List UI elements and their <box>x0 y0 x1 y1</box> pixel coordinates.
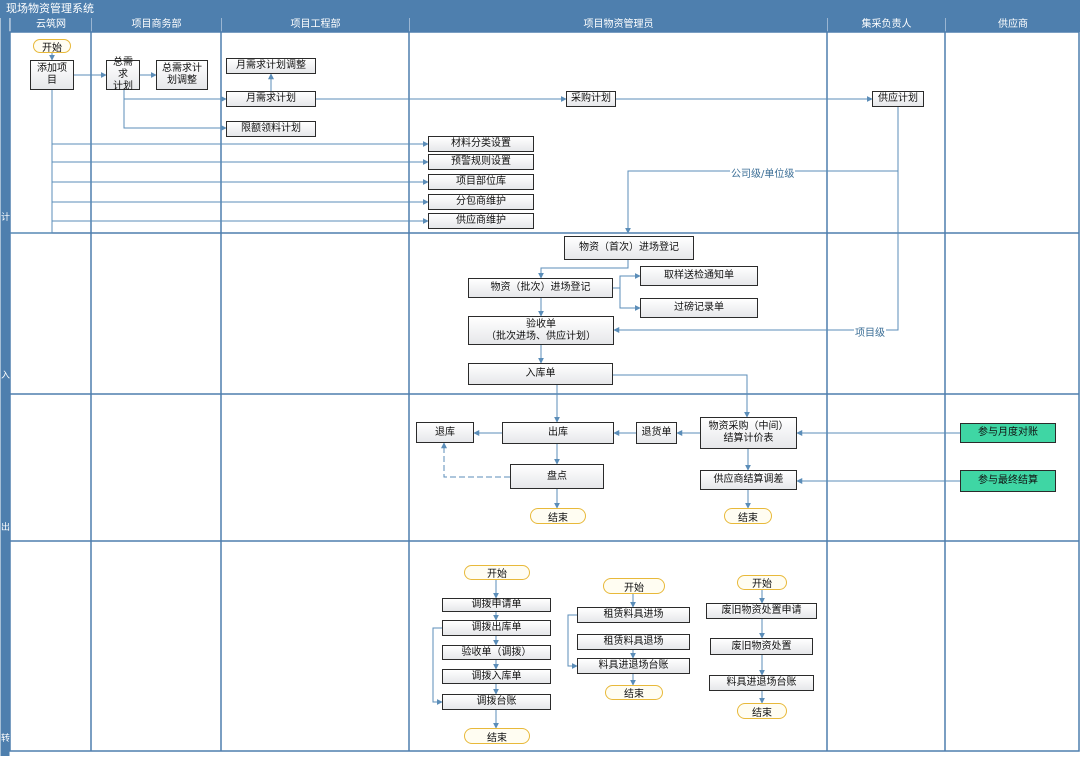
node-batch-entry: 物资（批次）进场登记 <box>468 278 613 298</box>
node-weigh-record: 过磅记录单 <box>640 298 758 318</box>
node-return-stock: 退库 <box>416 422 474 443</box>
lane-header-supplier: 供应商 <box>945 18 1080 32</box>
node-inventory: 盘点 <box>510 464 604 489</box>
node-total-demand: 总需求 计划 <box>106 57 140 92</box>
node-sample-notice: 取样送检通知单 <box>640 266 758 286</box>
node-supplier-settlement: 供应商结算调差 <box>700 470 797 490</box>
node-rent-out: 租赁料具退场 <box>577 634 690 650</box>
node-add-project: 添加项 目 <box>30 60 74 90</box>
edges <box>10 52 960 729</box>
start-terminal-rent: 开始 <box>603 578 665 594</box>
node-supplier-maintenance: 供应商维护 <box>428 213 534 229</box>
start-terminal: 开始 <box>33 39 71 54</box>
node-transfer-out: 调拨出库单 <box>442 620 551 636</box>
lane-header-material: 项目物资管理员 <box>409 18 827 32</box>
node-warehouse-in: 入库单 <box>468 363 613 385</box>
node-rent-in: 租赁料具进场 <box>577 607 690 623</box>
page-title: 现场物资管理系统 <box>0 0 1080 18</box>
end-terminal-rent: 结束 <box>605 685 663 700</box>
row-label-transfer: 转 <box>1 734 11 744</box>
node-final-settlement: 参与最终结算 <box>960 470 1056 492</box>
end-terminal-outbound: 结束 <box>530 508 586 524</box>
node-tool-ledger-scrap: 料具进退场台账 <box>709 675 814 691</box>
node-monthly-reconcile: 参与月度对账 <box>960 423 1056 443</box>
node-acceptance: 验收单 （批次进场、供应计划） <box>468 316 614 345</box>
node-total-demand-adjust: 总需求计 划调整 <box>156 60 208 90</box>
lane-header-yunzhu: 云筑网 <box>10 18 91 32</box>
node-month-plan: 月需求计划 <box>226 91 316 107</box>
node-scrap-apply: 废旧物资处置申请 <box>706 603 817 619</box>
edge-label-project-level: 项目级 <box>854 324 886 339</box>
row-label-out: 出 <box>1 523 11 533</box>
end-terminal-scrap: 结束 <box>737 703 787 719</box>
node-transfer-apply: 调拨申请单 <box>442 598 551 612</box>
lane-header-business: 项目商务部 <box>91 18 221 32</box>
node-scrap-dispose: 废旧物资处置 <box>710 638 813 655</box>
node-transfer-ledger: 调拨台账 <box>442 694 551 710</box>
edge-label-company-unit: 公司级/单位级 <box>730 165 796 180</box>
end-terminal-settlement: 结束 <box>724 508 772 524</box>
node-first-entry: 物资（首次）进场登记 <box>564 236 694 260</box>
node-transfer-in: 调拨入库单 <box>442 669 551 684</box>
node-supply-plan: 供应计划 <box>872 91 924 107</box>
node-purchase-settlement: 物资采购（中间） 结算计价表 <box>700 417 797 449</box>
node-return-goods: 退货单 <box>636 422 677 444</box>
node-quota-plan: 限额领料计划 <box>226 121 316 137</box>
node-purchase-plan: 采购计划 <box>566 91 616 107</box>
row-label-bar <box>0 18 10 756</box>
node-outbound: 出库 <box>502 422 614 444</box>
node-warning-rule: 预警规则设置 <box>428 154 534 170</box>
lane-grid <box>9 31 1080 752</box>
start-terminal-scrap: 开始 <box>737 575 787 590</box>
node-subcontractor: 分包商维护 <box>428 194 534 210</box>
node-month-plan-adjust: 月需求计划调整 <box>226 58 316 74</box>
end-terminal-transfer: 结束 <box>464 728 530 744</box>
row-label-in: 入 <box>1 371 11 381</box>
node-material-category: 材料分类设置 <box>428 136 534 152</box>
node-transfer-acceptance: 验收单（调拨） <box>442 645 551 660</box>
start-terminal-transfer: 开始 <box>464 565 530 580</box>
node-tool-ledger-rent: 料具进退场台账 <box>577 658 690 674</box>
lane-header-procurement: 集采负责人 <box>827 18 945 32</box>
lane-header-engineering: 项目工程部 <box>221 18 409 32</box>
node-part-library: 项目部位库 <box>428 174 534 190</box>
row-label-plan: 计 <box>1 213 11 223</box>
